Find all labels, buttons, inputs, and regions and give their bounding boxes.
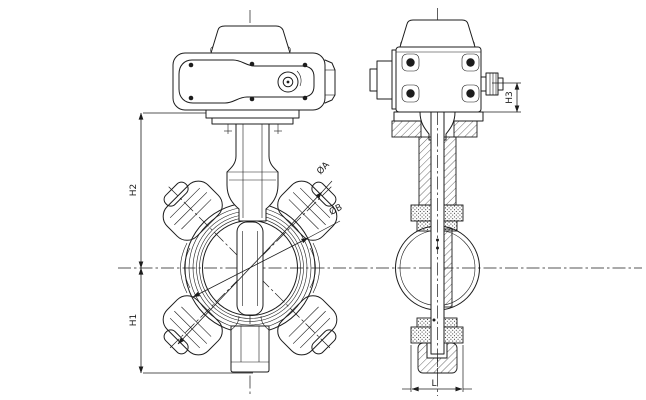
disc-hub-section	[443, 228, 453, 308]
cover-bolt	[249, 61, 255, 67]
housing-bolt	[466, 89, 475, 98]
actuator-top-cap-front	[210, 25, 291, 54]
neck-section-right	[443, 136, 457, 206]
dim-label-length: L	[431, 379, 436, 389]
stem-pin	[432, 318, 436, 322]
manual-override	[376, 60, 393, 100]
dim-label-h2: H2	[129, 184, 139, 197]
housing-bolt	[466, 58, 475, 67]
mounting-flange	[205, 109, 300, 119]
actuator-front	[172, 25, 336, 157]
side-view	[369, 19, 504, 374]
position-indicator	[277, 71, 299, 93]
actuator-housing-front	[172, 52, 326, 111]
bottom-boss	[230, 325, 270, 373]
cover-bolt	[249, 96, 255, 102]
cover-bolt	[302, 95, 308, 101]
housing-bolt	[406, 58, 415, 67]
valve-body-side-section	[391, 111, 480, 374]
housing-bolt	[406, 89, 415, 98]
cover-bolt	[188, 95, 194, 101]
stem-pin	[436, 238, 439, 242]
cover-bolt	[302, 62, 308, 68]
dim-label-h1: H1	[129, 314, 139, 327]
cable-gland	[480, 72, 504, 96]
actuator-end-cap	[324, 59, 336, 104]
neck-section-left	[418, 136, 432, 206]
dim-label-h3: H3	[505, 91, 515, 104]
cover-bolt	[188, 62, 194, 68]
actuator-cover-contour	[178, 59, 315, 104]
valve-body-front	[162, 123, 338, 373]
dim-label-dia-a: ØA	[315, 159, 333, 177]
actuator-top-cap-side	[399, 19, 476, 48]
